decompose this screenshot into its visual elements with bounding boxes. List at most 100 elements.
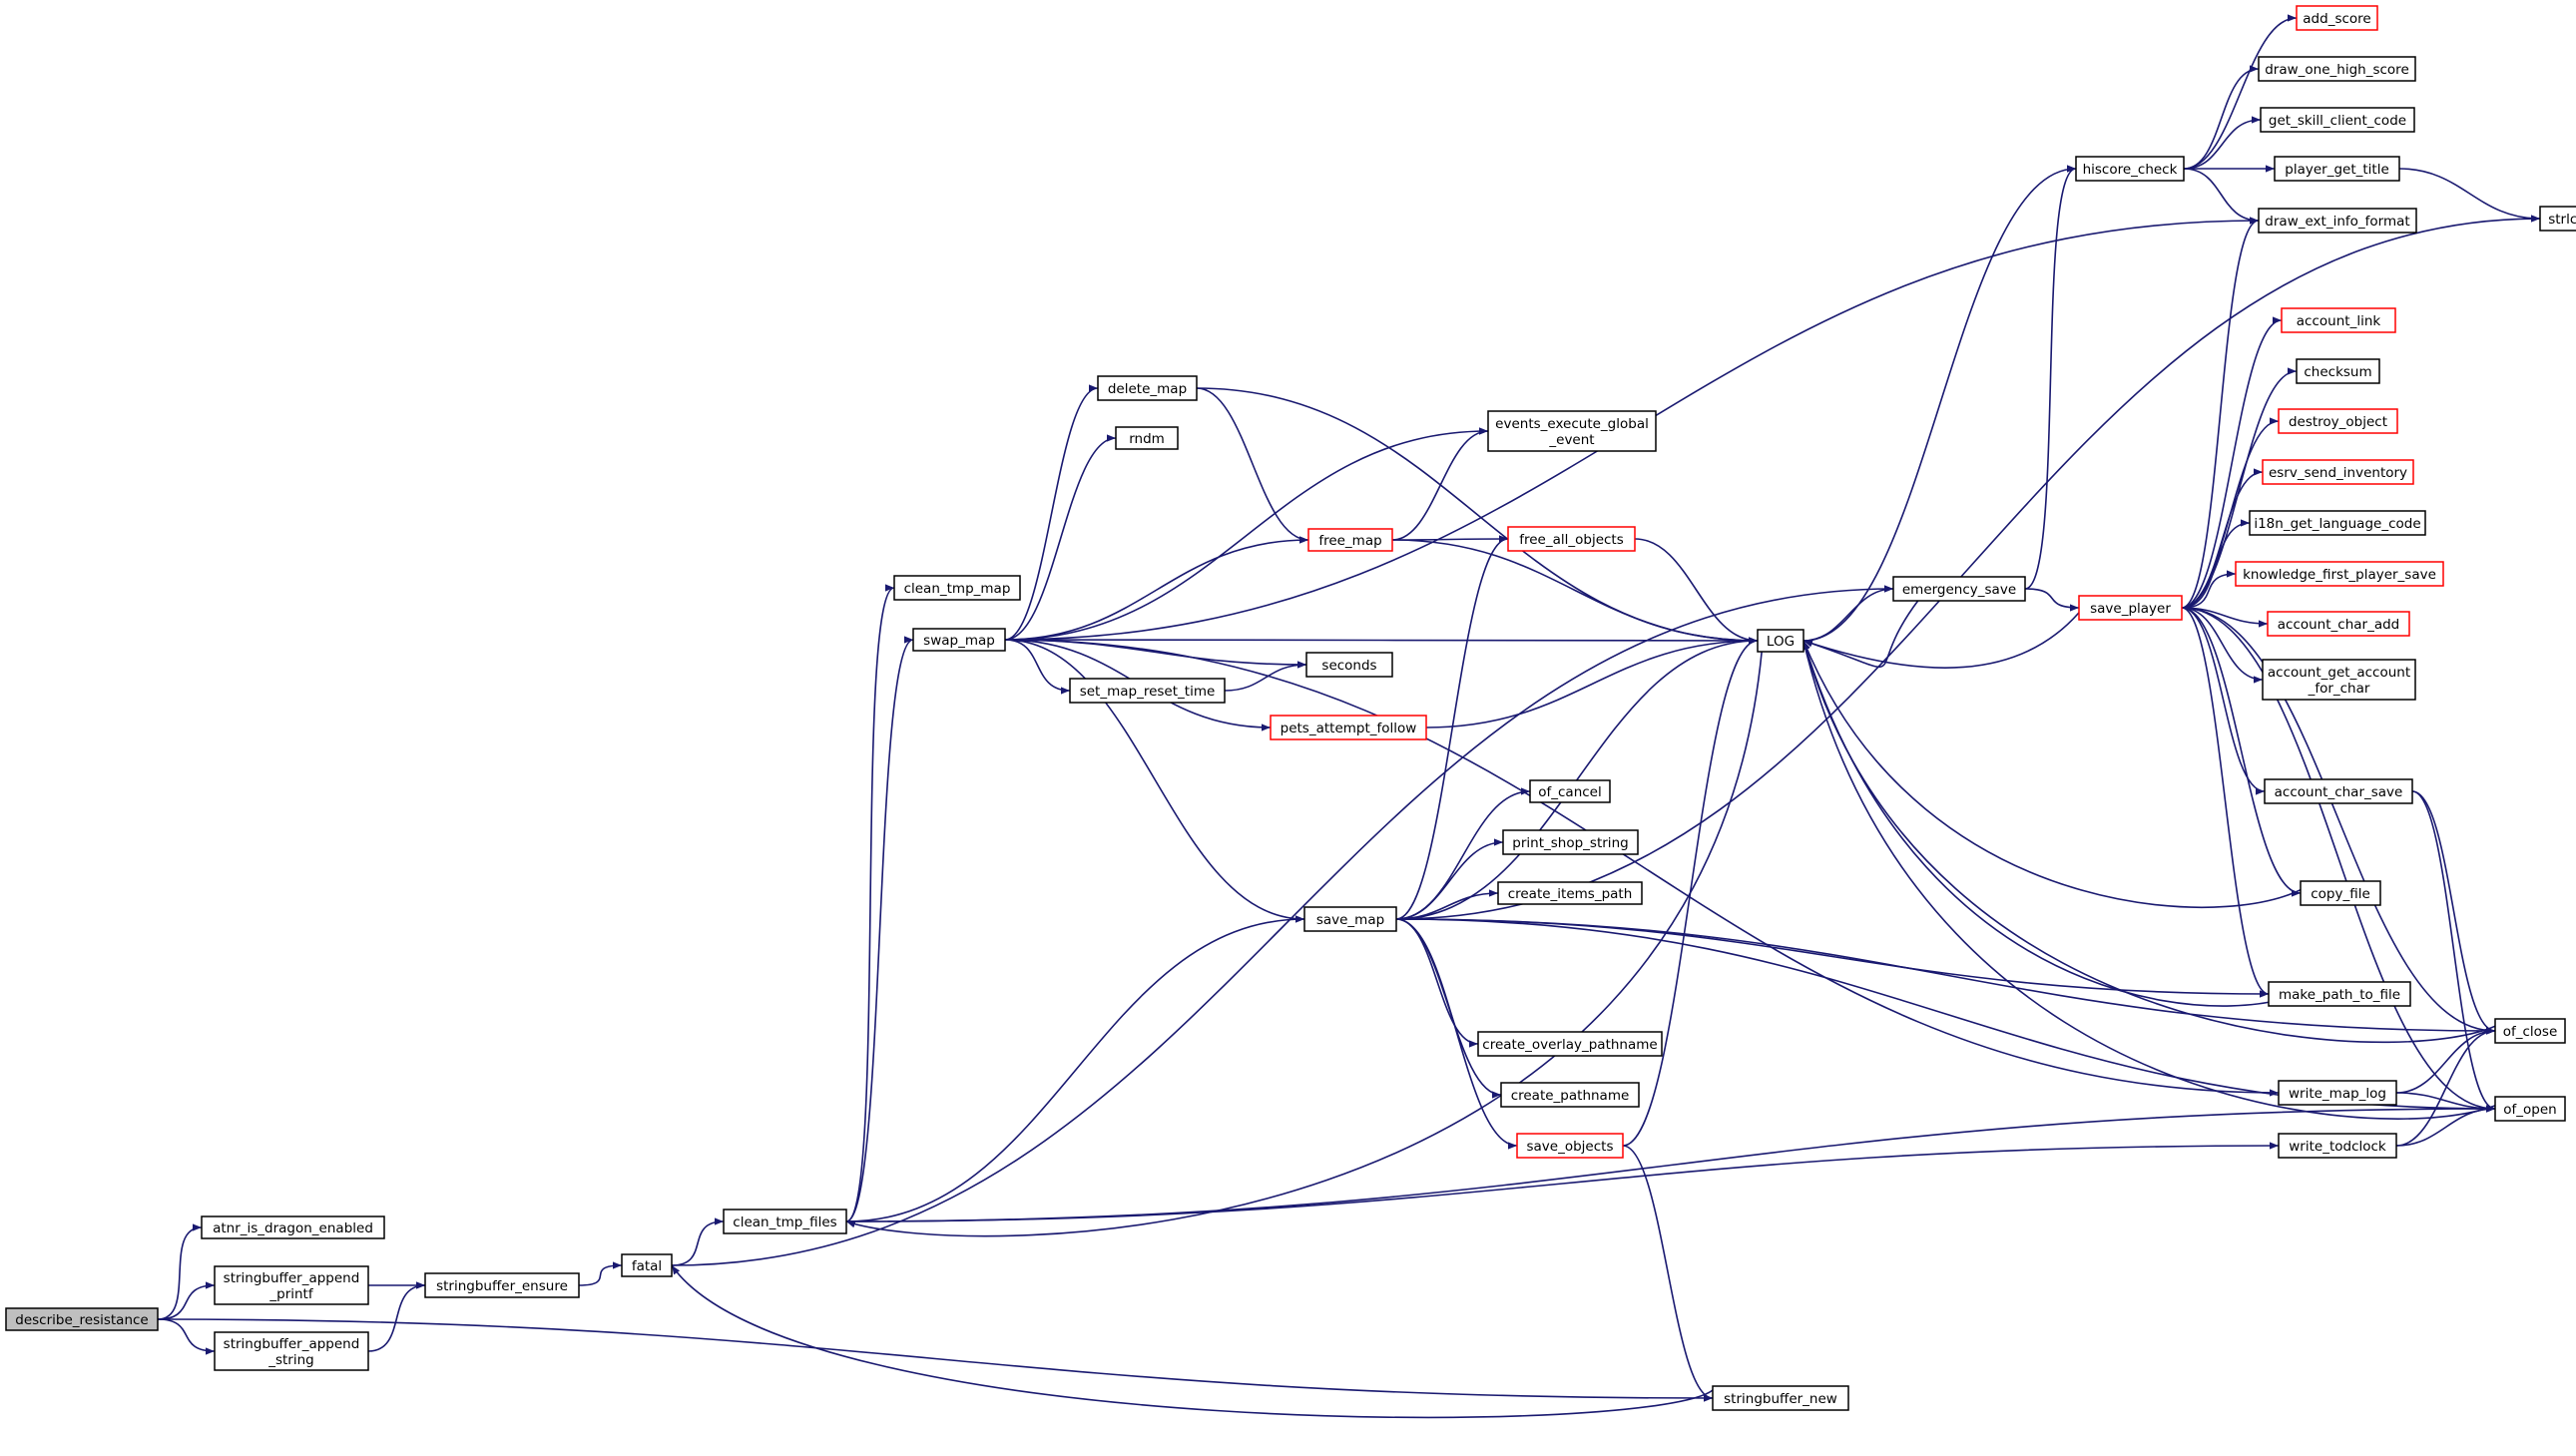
edge-save_player-to-LOG (1803, 612, 2080, 669)
node-free-all-objects[interactable]: free_all_objects (1507, 526, 1636, 552)
node-write-map-log[interactable]: write_map_log (2278, 1080, 2397, 1106)
node-box (1507, 526, 1636, 552)
node-save-map[interactable]: save_map (1303, 906, 1397, 932)
node-box (2075, 156, 2185, 182)
node-create-overlay-pathname[interactable]: create_overlay_pathname (1477, 1031, 1663, 1057)
node-clean-tmp-map[interactable]: clean_tmp_map (893, 575, 1021, 601)
edge-save_map-to-of_close (1395, 918, 2496, 1035)
node-label: print_shop_string (1512, 835, 1628, 851)
node-label: write_todclock (2289, 1139, 2386, 1155)
edge-free_map-to-LOG (1391, 539, 1759, 645)
node-label: make_path_to_file (2279, 987, 2400, 1003)
node-box (424, 1272, 580, 1298)
node-label: of_close (2503, 1024, 2558, 1040)
node-strlcpy[interactable]: strlcpy (2539, 206, 2576, 232)
node-label: of_cancel (1538, 784, 1602, 800)
node-print-shop-string[interactable]: print_shop_string (1502, 829, 1639, 855)
node-box (2539, 206, 2576, 232)
node-destroy-object[interactable]: destroy_object (2278, 408, 2398, 434)
edge-save_player-to-account_link (2181, 316, 2283, 609)
node-box (1069, 678, 1226, 704)
edge-hiscore_check-to-draw_ext_info_format (2183, 168, 2260, 225)
node-save-objects[interactable]: save_objects (1516, 1133, 1624, 1159)
node-events-execute[interactable]: events_execute_global_event (1487, 410, 1657, 452)
node-account-link[interactable]: account_link (2281, 307, 2396, 333)
edge-save_map-to-free_all_objects (1395, 535, 1509, 920)
node-write-todclock[interactable]: write_todclock (2278, 1133, 2397, 1159)
node-sb-append-string[interactable]: stringbuffer_append_string (214, 1331, 369, 1371)
node-label: write_map_log (2289, 1086, 2386, 1102)
node-label: i18n_get_language_code (2254, 516, 2420, 532)
node-esrv-send-inventory[interactable]: esrv_send_inventory (2262, 459, 2414, 485)
node-label: account_link (2297, 313, 2381, 329)
node-of-cancel[interactable]: of_cancel (1529, 779, 1611, 803)
node-label: player_get_title (2285, 162, 2389, 178)
node-pets-attempt-follow[interactable]: pets_attempt_follow (1270, 715, 1427, 740)
node-checksum[interactable]: checksum (2296, 358, 2380, 384)
node-label: stringbuffer_new (1724, 1391, 1837, 1407)
node-fatal[interactable]: fatal (621, 1253, 673, 1277)
node-label: delete_map (1108, 381, 1187, 397)
edge-swap_map-to-delete_map (1004, 384, 1099, 641)
node-describe-resistance[interactable]: describe_resistance (5, 1307, 159, 1331)
node-LOG[interactable]: LOG (1757, 629, 1804, 653)
node-draw-one-high-score[interactable]: draw_one_high_score (2258, 56, 2416, 82)
node-account-char-add[interactable]: account_char_add (2267, 611, 2410, 637)
node-sb-append-printf[interactable]: stringbuffer_append_printf (214, 1265, 369, 1305)
node-account-char-save[interactable]: account_char_save (2264, 778, 2413, 804)
node-label: copy_file (2311, 886, 2370, 902)
node-knowledge-first-player-save[interactable]: knowledge_first_player_save (2235, 561, 2444, 587)
node-seconds[interactable]: seconds (1305, 652, 1393, 678)
edge-describe_resistance-to-atnr_is_dragon_enabled (157, 1223, 203, 1320)
node-swap-map[interactable]: swap_map (912, 628, 1006, 652)
node-box (2278, 408, 2398, 434)
node-box (1305, 652, 1393, 678)
node-label: fatal (632, 1258, 662, 1274)
node-clean-tmp-files[interactable]: clean_tmp_files (723, 1209, 847, 1234)
edge-describe_resistance-to-sb_append_printf (157, 1281, 216, 1320)
node-of-open[interactable]: of_open (2494, 1096, 2566, 1122)
edge-clean_tmp_files-to-write_todclock (845, 1142, 2280, 1222)
node-emergency-save[interactable]: emergency_save (1892, 576, 2026, 602)
node-save-player[interactable]: save_player (2078, 595, 2183, 621)
node-label: account_char_save (2275, 784, 2403, 800)
edge-save_player-to-draw_ext_info_format (2181, 217, 2260, 609)
node-of-close[interactable]: of_close (2494, 1018, 2566, 1044)
node-box (2300, 880, 2381, 906)
edge-LOG-to-hiscore_check (1803, 165, 2077, 642)
node-delete-map[interactable]: delete_map (1097, 375, 1198, 401)
edge-describe_resistance-to-stringbuffer_new (157, 1318, 1714, 1402)
edge-save_map-to-print_shop_string (1395, 838, 1504, 920)
node-free-map[interactable]: free_map (1307, 528, 1393, 552)
node-box (201, 1215, 385, 1239)
edge-write_todclock-to-of_open (2395, 1105, 2496, 1147)
node-create-items-path[interactable]: create_items_path (1497, 881, 1643, 905)
node-sb-ensure[interactable]: stringbuffer_ensure (424, 1272, 580, 1298)
node-draw-ext-info-format[interactable]: draw_ext_info_format (2258, 208, 2417, 234)
node-copy-file[interactable]: copy_file (2300, 880, 2381, 906)
node-player-get-title[interactable]: player_get_title (2274, 156, 2400, 182)
node-box (723, 1209, 847, 1234)
edge-save_map-to-strlcpy (1395, 215, 2541, 920)
edge-save_player-to-i18n_get_language_code (2181, 519, 2251, 609)
node-box (1115, 426, 1179, 450)
node-rndm[interactable]: rndm (1115, 426, 1179, 450)
node-atnr-is-dragon-enabled[interactable]: atnr_is_dragon_enabled (201, 1215, 385, 1239)
node-label: draw_one_high_score (2265, 62, 2409, 78)
node-set-map-reset-time[interactable]: set_map_reset_time (1069, 678, 1226, 704)
edge-clean_tmp_files-to-of_open (845, 1105, 2496, 1222)
node-make-path-to-file[interactable]: make_path_to_file (2268, 981, 2411, 1007)
node-i18n-get-language-code[interactable]: i18n_get_language_code (2249, 510, 2426, 536)
edge-emergency_save-to-hiscore_check (2024, 165, 2077, 590)
node-box (1712, 1385, 1849, 1411)
edge-sb_ensure-to-fatal (578, 1261, 623, 1286)
edge-save_player-to-esrv_send_inventory (2181, 468, 2264, 609)
node-get-skill-client-code[interactable]: get_skill_client_code (2260, 107, 2415, 133)
node-create-pathname[interactable]: create_pathname (1500, 1082, 1640, 1108)
node-account-get-account-for-char[interactable]: account_get_account_for_char (2262, 659, 2416, 701)
node-add-score[interactable]: add_score (2296, 5, 2378, 31)
node-hiscore-check[interactable]: hiscore_check (2075, 156, 2185, 182)
edge-save_objects-to-stringbuffer_new (1622, 1145, 1714, 1402)
node-stringbuffer-new[interactable]: stringbuffer_new (1712, 1385, 1849, 1411)
edge-save_player-to-of_close (2181, 607, 2496, 1035)
